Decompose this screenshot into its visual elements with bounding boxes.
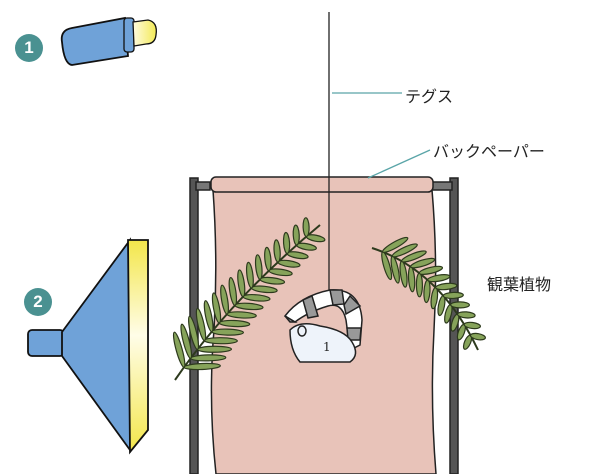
leaflet bbox=[196, 345, 233, 353]
leaflet bbox=[391, 243, 418, 258]
leaflet bbox=[273, 239, 281, 263]
houseplant-right bbox=[371, 236, 486, 351]
leaflet bbox=[469, 332, 486, 341]
leaflet bbox=[437, 295, 446, 317]
leaflet bbox=[211, 328, 245, 336]
leaflet bbox=[228, 276, 238, 306]
subject-marking: 1 bbox=[323, 340, 331, 354]
leaflet bbox=[450, 301, 470, 309]
leaflet bbox=[418, 265, 444, 275]
leaflet bbox=[211, 292, 222, 324]
leaflet bbox=[195, 307, 207, 342]
light-2-badge: 2 bbox=[24, 288, 52, 316]
leaflet bbox=[463, 321, 482, 330]
light-2-lamp bbox=[27, 237, 149, 455]
leaflet bbox=[302, 217, 310, 238]
label-houseplant: 観葉植物 bbox=[487, 275, 552, 294]
leaflet bbox=[415, 272, 424, 298]
hanging-subject bbox=[283, 289, 363, 363]
leaflet bbox=[203, 300, 214, 333]
leader-line-back-paper bbox=[367, 149, 431, 179]
leaflet bbox=[180, 323, 193, 359]
leaflet bbox=[264, 246, 272, 272]
light-1-badge: 1 bbox=[15, 34, 43, 62]
leaflet bbox=[292, 224, 300, 246]
leaflet bbox=[190, 354, 227, 362]
leaflet bbox=[237, 269, 246, 298]
light-1-lamp bbox=[60, 16, 157, 66]
label-back-paper: バックペーパー bbox=[433, 142, 545, 161]
houseplant-left bbox=[172, 217, 326, 381]
leaflet bbox=[435, 282, 458, 291]
label-fishing-line: テグス bbox=[405, 87, 454, 106]
leaflet bbox=[442, 291, 464, 300]
leaflet bbox=[187, 315, 200, 351]
leaflet bbox=[456, 311, 476, 319]
leaflet bbox=[427, 274, 451, 283]
leaflet bbox=[245, 261, 254, 289]
leaflet bbox=[254, 254, 263, 280]
leaflet bbox=[382, 236, 409, 253]
leaflet bbox=[410, 257, 436, 269]
leaflet bbox=[172, 331, 186, 368]
leaflet bbox=[282, 231, 291, 255]
leaflet bbox=[401, 250, 427, 263]
leaflet bbox=[203, 337, 238, 345]
leaflet bbox=[220, 284, 230, 315]
